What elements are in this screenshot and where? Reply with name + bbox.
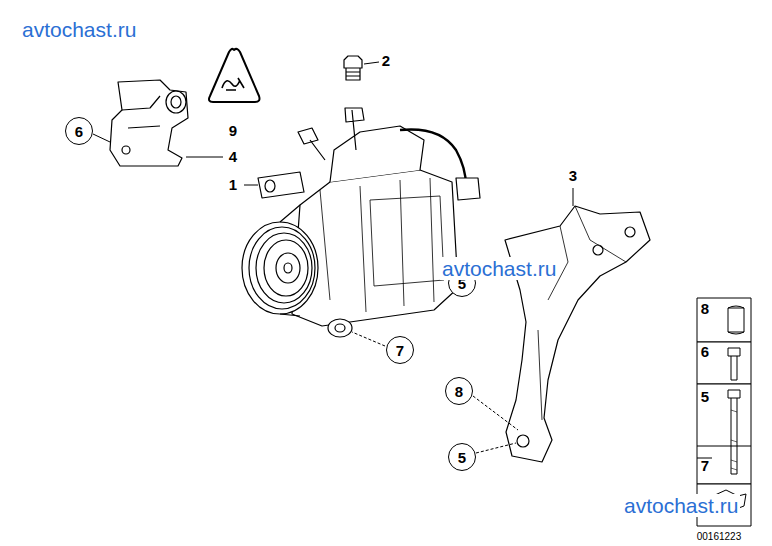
line-art [280, 205, 300, 316]
line-art [728, 390, 740, 474]
callout-circle: 5 [448, 443, 476, 471]
line-art [625, 227, 635, 237]
line-art [110, 80, 188, 166]
line-art [122, 96, 160, 110]
callout-number: 7 [701, 458, 709, 475]
line-art [697, 298, 751, 342]
callout-circle: 7 [386, 336, 414, 364]
line-art [244, 185, 258, 186]
callout-number: 2 [382, 53, 390, 70]
line-art [276, 253, 300, 283]
line-art [264, 240, 308, 296]
line-art [242, 222, 318, 314]
callout-number: 6 [701, 344, 709, 361]
callout-number: 4 [229, 149, 237, 166]
line-art [517, 435, 529, 447]
line-art [222, 78, 244, 90]
line-art [548, 206, 626, 300]
fitting-2 [344, 56, 362, 80]
line-art [328, 319, 352, 337]
line-art [209, 49, 260, 102]
line-art [284, 263, 292, 273]
bracket-3 [505, 206, 650, 462]
line-art [128, 126, 160, 128]
line-art [370, 196, 444, 286]
line-art [352, 332, 385, 346]
line-art [93, 134, 110, 142]
diagram-number: 00161223 [697, 531, 742, 542]
callout-number: 5 [458, 450, 466, 465]
callout-number: 9 [229, 123, 237, 140]
line-art [249, 227, 315, 309]
line-art [345, 108, 364, 150]
line-art [256, 233, 312, 303]
line-art [697, 384, 751, 484]
line-art [476, 443, 516, 453]
line-art [505, 206, 650, 462]
line-art [166, 91, 186, 113]
callout-number: 8 [455, 384, 463, 399]
line-art [122, 146, 130, 154]
callout-circle: 6 [65, 117, 93, 145]
line-art [473, 396, 518, 430]
line-art [292, 170, 458, 326]
line-art [330, 126, 424, 182]
bracket-4 [110, 80, 188, 166]
callout-number: 6 [75, 124, 83, 139]
callout-number: 3 [569, 168, 577, 185]
callout-circle: 8 [445, 377, 473, 405]
callout-number: 7 [396, 343, 404, 358]
line-art [171, 96, 181, 108]
line-art [731, 410, 737, 470]
line-art [344, 56, 362, 68]
line-art [364, 62, 379, 64]
line-art [593, 245, 603, 255]
line-art [456, 178, 480, 200]
line-art [697, 342, 751, 384]
watermark: avtochast.ru [440, 257, 558, 280]
line-art [298, 128, 325, 160]
line-art [346, 68, 360, 80]
line-art [320, 178, 434, 312]
watermark: avtochast.ru [622, 494, 740, 517]
line-art [265, 180, 275, 192]
leader-lines [93, 62, 573, 453]
compressor-1 [242, 108, 480, 337]
parts-table [697, 298, 751, 526]
callout-number: 5 [701, 389, 709, 406]
line-art [346, 72, 360, 76]
line-art [335, 324, 345, 332]
line-art [728, 306, 744, 334]
line-art [258, 172, 304, 198]
callout-number: 1 [229, 177, 237, 194]
line-art [728, 348, 740, 380]
line-art [538, 330, 542, 420]
line-art [573, 188, 574, 206]
callout-number: 8 [701, 301, 709, 318]
line-art [697, 446, 751, 458]
line-art [186, 157, 223, 158]
watermark: avtochast.ru [22, 18, 136, 41]
warning-triangle [209, 49, 260, 102]
